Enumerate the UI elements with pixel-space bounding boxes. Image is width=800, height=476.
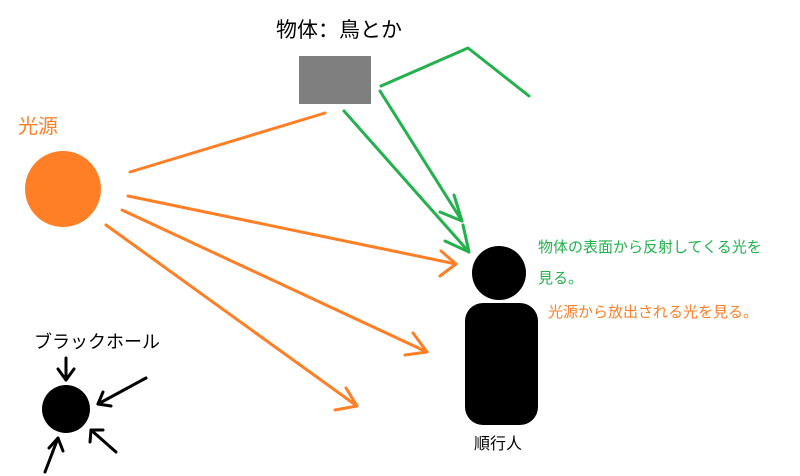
emitted-light-rays (104, 111, 458, 412)
reflected-zigzag (379, 46, 531, 98)
ray-miss (104, 223, 359, 408)
arrowhead-reflected-2 (443, 223, 471, 254)
arrowhead-body (403, 331, 429, 357)
light-source-label: 光源 (18, 114, 58, 138)
reflected-ray-2 (342, 109, 471, 254)
light-source-circle (25, 151, 101, 227)
arrowhead-reflected-1 (438, 193, 464, 223)
observer-label: 順行人 (474, 434, 523, 453)
object-label: 物体：鳥とか (276, 18, 402, 42)
observer-body (465, 303, 538, 425)
black-hole-label: ブラックホール (34, 332, 160, 353)
black-hole-arrows (43, 356, 148, 474)
ray-to-head (126, 194, 458, 266)
arrowhead-head (438, 249, 458, 278)
emitted-light-note: 光源から放出される光を見る。 (548, 303, 759, 321)
ray-to-body (120, 208, 429, 354)
black-hole-circle (42, 385, 90, 433)
ray-to-object (128, 111, 327, 174)
reflected-light-note: 物体の表面から反射してくる光を 見る。 (538, 238, 762, 287)
arrowhead-miss (333, 386, 359, 412)
reflected-ray-1 (378, 89, 464, 223)
object-box (299, 56, 371, 104)
reflected-light-rays (342, 46, 531, 254)
observer-head (472, 246, 526, 300)
